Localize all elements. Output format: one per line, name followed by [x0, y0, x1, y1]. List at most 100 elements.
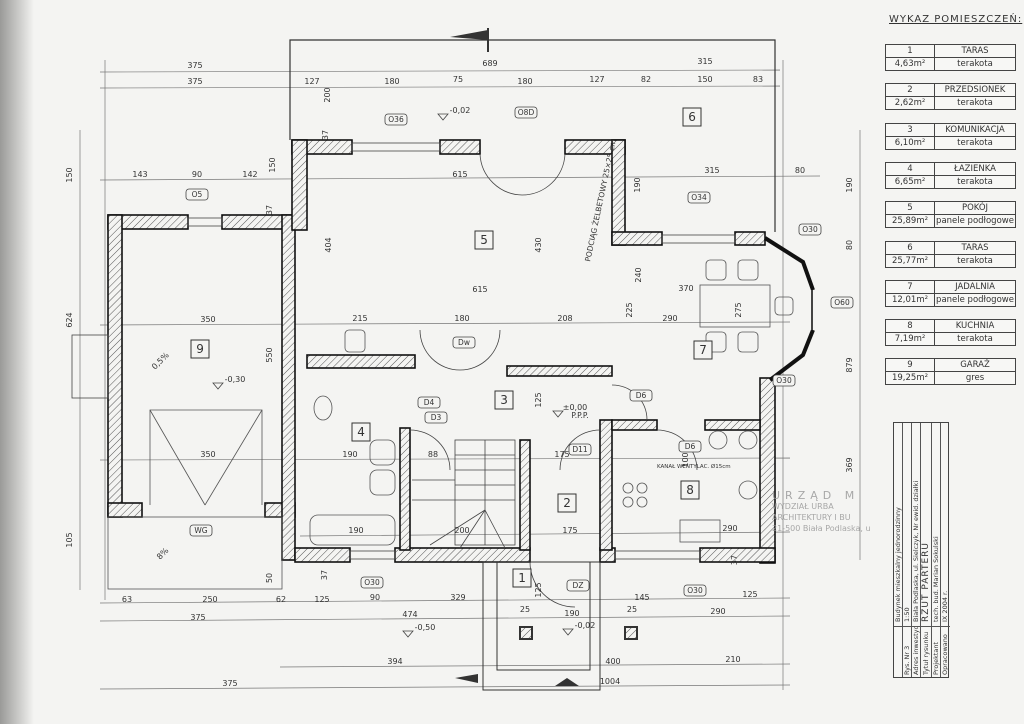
opening-tag-frame	[772, 374, 796, 387]
room-number: 7	[699, 343, 707, 357]
room-number: 9	[196, 342, 204, 356]
dimension-label: 200	[323, 87, 332, 102]
room-number: 5	[480, 233, 488, 247]
room-entry-floor: terakota	[957, 176, 993, 187]
room-entry-name: PRZEDSIONEK	[944, 85, 1006, 96]
windows	[71, 142, 813, 560]
room-entry-number: 7	[886, 280, 935, 293]
dimension-label: 350	[200, 315, 215, 324]
dimension-label: 190	[348, 526, 363, 535]
level-triangle-icon	[562, 628, 574, 636]
level-triangle-icon	[437, 113, 449, 121]
dimension-label: 430	[534, 237, 543, 252]
section-arrow-icon	[455, 674, 478, 683]
dimension-label: 879	[845, 357, 854, 372]
dimension-label: 375	[190, 613, 205, 622]
room-number-box	[512, 568, 532, 588]
room-number-box	[351, 422, 371, 442]
dimension-label: 200	[454, 526, 469, 535]
fixtures	[309, 259, 794, 546]
dimension-label: 369	[845, 457, 854, 472]
dimension-label: 275	[734, 302, 743, 317]
room-entry-number: 9	[886, 359, 935, 372]
level-triangle-icon	[552, 410, 564, 418]
dimension-label: 190	[564, 609, 579, 618]
opening-tag-frame	[452, 336, 476, 349]
dimension-label: 550	[265, 347, 274, 362]
opening-tag-frame	[683, 584, 707, 597]
opening-tag-frame	[678, 440, 702, 453]
room-entry-floor: panele podłogowe	[936, 294, 1014, 305]
dimension-label: 400	[605, 657, 620, 666]
dimension-label: 100	[681, 452, 690, 467]
dimension-label: 127	[304, 77, 319, 86]
room-list-title: WYKAZ POMIESZCZEŃ:	[889, 14, 1023, 25]
dimension-label: 145	[634, 593, 649, 602]
room-number: 3	[500, 393, 508, 407]
dimension-label: 143	[132, 170, 147, 179]
opening-tag: Dw	[458, 338, 470, 347]
north-arrow-icon	[450, 30, 488, 40]
dimension-label: 1004	[600, 677, 620, 686]
room-entry-area: 12,01m²	[886, 293, 935, 306]
dimension-label: 689	[482, 59, 497, 68]
dimension-label: 375	[222, 679, 237, 688]
room-entry-area: 19,25m²	[886, 372, 935, 385]
dimension-label: 350	[200, 450, 215, 459]
dimension-label: 50	[265, 573, 274, 583]
room-entry-number: 1	[886, 45, 935, 57]
opening-tag-frame	[629, 389, 653, 402]
room-number-box	[557, 493, 577, 513]
room-entry-name: KOMUNIKACJA	[945, 124, 1005, 135]
garage-marks	[107, 409, 283, 590]
level-triangle-icon	[402, 630, 414, 638]
room-number: 1	[518, 571, 526, 585]
room-entry-area: 2,62m²	[886, 97, 935, 110]
dimension-label: 290	[710, 607, 725, 616]
dimension-label: 62	[276, 595, 286, 604]
room-entry-number: 5	[886, 202, 935, 215]
dimension-label: 90	[370, 593, 380, 602]
dimension-label: 190	[633, 177, 642, 192]
opening-tag-frame	[360, 576, 384, 589]
dimension-label: 127	[589, 75, 604, 84]
dimension-label: 210	[725, 655, 740, 664]
opening-tag: DZ	[573, 581, 584, 590]
title-block: Budynek mieszkalny jednorodzinny Rys. Nr…	[893, 422, 950, 678]
opening-tag: D11	[572, 445, 588, 454]
dimension-label: 105	[65, 532, 74, 547]
opening-tag-frame	[798, 223, 822, 236]
room-entry-name: TARAS	[961, 242, 989, 253]
dimension-label: 37	[265, 205, 274, 215]
opening-tag-frame	[514, 106, 538, 119]
room-number: 4	[357, 425, 365, 439]
entrance-arrow-icon	[555, 678, 579, 686]
level-mark: P.P.P.	[571, 411, 588, 420]
dimension-label: 125	[742, 590, 757, 599]
opening-tag-frame	[424, 411, 448, 424]
dimension-label: 240	[634, 267, 643, 282]
room-entry-floor: terakota	[957, 255, 993, 266]
opening-tag: D6	[636, 391, 647, 400]
dimension-label: 80	[795, 166, 805, 175]
opening-tag: O36	[388, 115, 404, 124]
room-entry-floor: terakota	[957, 137, 993, 148]
room-number: 6	[688, 110, 696, 124]
room-entry-number: 2	[886, 84, 935, 97]
dimension-label: 83	[753, 75, 763, 84]
dimension-label: 190	[342, 450, 357, 459]
dimension-label: 37	[320, 570, 329, 580]
room-entry-floor: terakota	[957, 334, 993, 345]
dimension-label: 150	[65, 167, 74, 182]
dimension-label: 329	[450, 593, 465, 602]
